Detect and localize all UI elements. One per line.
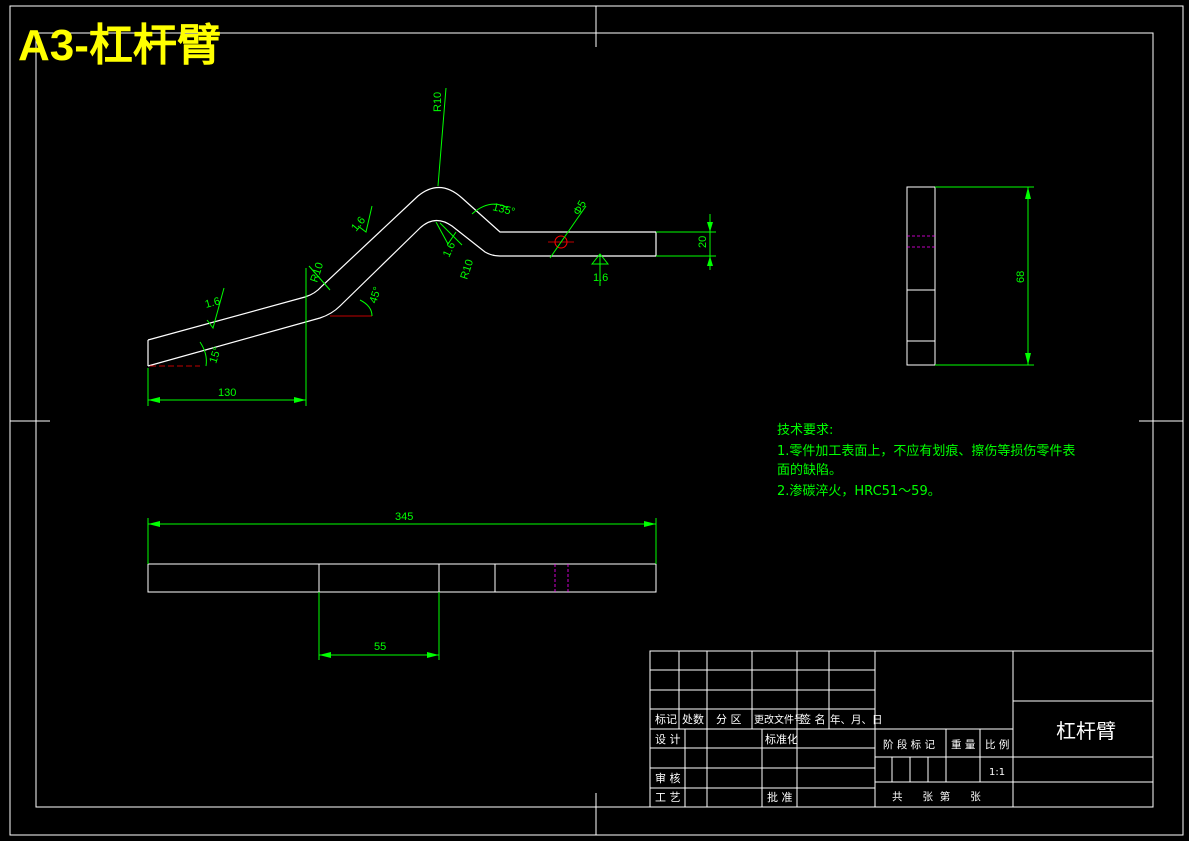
- r10-upper-label: R10: [458, 258, 476, 281]
- dim-130-label: 130: [218, 387, 236, 399]
- roughness-symbol-2: [357, 205, 373, 233]
- tb-sign: 签 名: [800, 712, 826, 726]
- tb-weight: 重 量: [951, 738, 976, 751]
- tb-approve: 批 准: [767, 790, 793, 804]
- tech-req-line-2: 面的缺陷。: [777, 462, 842, 478]
- tb-design: 设 计: [655, 733, 681, 746]
- dim-345-label: 345: [395, 511, 413, 523]
- phi5-label: Φ5: [571, 199, 589, 218]
- dim-20-label: 20: [697, 236, 709, 248]
- part-name: 杠杆臂: [1056, 719, 1116, 743]
- roughness-symbol-1: [206, 287, 225, 330]
- sheet-frame: [9, 5, 1184, 836]
- title-block-text: 标记 处数 分 区 更改文件号 签 名 年、月、日 设 计 标准化 审 核 工 …: [655, 712, 1116, 804]
- r10-top-leader: [437, 87, 447, 187]
- angle-135-arc: [471, 203, 509, 215]
- roughness-symbol-4: [590, 253, 610, 286]
- tb-count: 处数: [682, 713, 704, 726]
- tb-check: 审 核: [655, 771, 681, 785]
- tb-scale-value: 1:1: [989, 767, 1005, 778]
- tb-stage-mark: 阶 段 标 记: [883, 738, 936, 751]
- roughness-label-1: 1.6: [204, 295, 222, 311]
- dim-55-label: 55: [374, 641, 386, 653]
- side-view-outline: [906, 186, 936, 366]
- lever-outline-lower: [147, 219, 656, 367]
- title-block: [649, 650, 1154, 808]
- tb-mark: 标记: [655, 712, 677, 726]
- lever-outline-upper: [147, 186, 656, 341]
- tb-standard: 标准化: [765, 732, 798, 746]
- r10-upper-leader: [439, 222, 463, 246]
- tb-sheets: 共 张 第 张: [892, 790, 981, 803]
- front-dim-arrows: [148, 222, 713, 403]
- r10-left-leader: [308, 265, 331, 291]
- tech-req-heading: 技术要求:: [777, 423, 833, 438]
- tb-doc: 更改文件号: [754, 713, 804, 726]
- angle-15-label: 15°: [207, 345, 224, 365]
- tb-date: 年、月、日: [830, 713, 883, 726]
- angle-45-arc: [359, 299, 373, 317]
- angle-135-label: 135°: [491, 201, 516, 218]
- side-view: 68: [906, 186, 1034, 366]
- tech-req-line-1: 1.零件加工表面上，不应有划痕、擦伤等损伤零件表: [777, 443, 1075, 459]
- angle-15-arc: [199, 341, 207, 367]
- technical-requirements: 技术要求: 1.零件加工表面上，不应有划痕、擦伤等损伤零件表 面的缺陷。 2.渗…: [777, 423, 1075, 499]
- phi5-leader: [549, 205, 587, 259]
- bottom-view: 345 55: [147, 511, 657, 660]
- r10-top-label: R10: [432, 92, 444, 112]
- tb-scale-label: 比 例: [985, 738, 1009, 751]
- angle-45-label: 45°: [367, 285, 384, 305]
- bottom-view-outline: [147, 563, 657, 593]
- dim-68-label: 68: [1015, 271, 1027, 283]
- sheet-title: A3-杠杆臂: [18, 21, 221, 70]
- front-dimension-labels: R10 R10 R10 135° 45° 15° Φ5 20 130 1.6 1…: [204, 92, 709, 399]
- tech-req-line-3: 2.渗碳淬火，HRC51～59。: [777, 484, 941, 499]
- tb-zone: 分 区: [716, 713, 742, 726]
- r10-left-label: R10: [308, 261, 326, 284]
- front-view: [147, 186, 657, 367]
- front-dimensions: [147, 87, 716, 406]
- roughness-symbol-3: [435, 221, 457, 245]
- tb-process: 工 艺: [655, 791, 681, 804]
- roughness-label-3: 1.6: [441, 240, 458, 259]
- roughness-label-4: 1.6: [593, 272, 608, 284]
